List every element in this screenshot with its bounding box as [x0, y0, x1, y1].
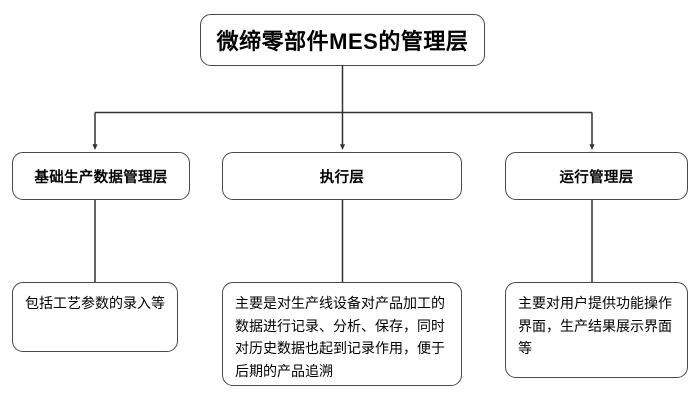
node-root-label: 微缔零部件MES的管理层 — [216, 29, 469, 54]
node-layer-3-label: 运行管理层 — [559, 169, 634, 186]
node-layer-1: 基础生产数据管理层 — [12, 152, 190, 200]
node-desc-1: 包括工艺参数的录入等 — [12, 282, 178, 352]
node-layer-2: 执行层 — [222, 152, 462, 200]
node-desc-1-label: 包括工艺参数的录入等 — [25, 295, 165, 311]
node-desc-2: 主要是对生产线设备对产品加工的数据进行记录、分析、保存，同时对历史数据也起到记录… — [222, 282, 462, 386]
node-layer-3: 运行管理层 — [505, 152, 688, 200]
node-desc-2-label: 主要是对生产线设备对产品加工的数据进行记录、分析、保存，同时对历史数据也起到记录… — [235, 295, 445, 380]
node-root: 微缔零部件MES的管理层 — [200, 14, 485, 66]
node-desc-3-label: 主要对用户提供功能操作界面，生产结果展示界面等 — [518, 295, 672, 357]
node-desc-3: 主要对用户提供功能操作界面，生产结果展示界面等 — [505, 282, 688, 378]
node-layer-2-label: 执行层 — [319, 169, 365, 186]
node-layer-1-label: 基础生产数据管理层 — [34, 169, 168, 186]
